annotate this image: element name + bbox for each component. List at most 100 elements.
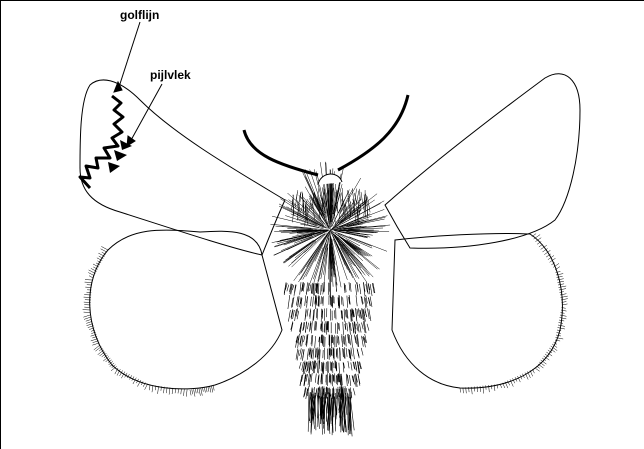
hair-stroke	[206, 387, 207, 392]
hair-stroke	[83, 315, 90, 317]
hair-stroke	[320, 387, 321, 394]
hair-stroke	[347, 323, 348, 331]
hair-stroke	[307, 207, 308, 225]
arrow-spot-mark	[108, 162, 120, 173]
hair-stroke	[491, 385, 492, 389]
hair-stroke	[369, 309, 371, 321]
hair-stroke	[197, 389, 198, 394]
hair-stroke	[331, 203, 381, 229]
hair-stroke	[357, 191, 359, 203]
hair-stroke	[186, 390, 187, 397]
hair-stroke	[556, 272, 561, 273]
hair-stroke	[319, 337, 320, 342]
head	[318, 174, 342, 185]
hair-stroke	[474, 387, 475, 392]
hair-stroke	[315, 283, 316, 295]
hair-stroke	[302, 349, 304, 361]
hair-stroke	[364, 322, 366, 334]
hair-stroke	[86, 319, 92, 321]
hair-stroke	[361, 192, 364, 210]
hair-stroke	[362, 323, 364, 330]
hair-stroke	[370, 284, 372, 296]
hair-stroke	[315, 374, 316, 383]
left-hindwing	[90, 230, 282, 389]
hair-stroke	[343, 322, 344, 335]
hair-stroke	[344, 284, 345, 293]
hair-stroke	[359, 197, 360, 208]
hair-stroke	[558, 328, 565, 330]
hair-stroke	[357, 350, 359, 357]
hair-stroke	[158, 386, 159, 394]
hair-stroke	[199, 388, 201, 396]
hair-stroke	[84, 317, 91, 319]
hair-stroke	[302, 335, 304, 347]
hair-stroke	[353, 388, 355, 395]
hair-stroke	[558, 325, 565, 326]
hair-stroke	[292, 285, 294, 290]
pijlvlek-pointer-head	[127, 136, 135, 146]
hair-stroke	[300, 348, 302, 356]
hair-stroke	[341, 296, 342, 304]
hair-stroke	[356, 308, 357, 321]
hair-stroke	[94, 345, 100, 350]
hair-stroke	[358, 374, 360, 386]
hair-stroke	[558, 284, 564, 285]
hair-stroke	[88, 273, 94, 276]
hair-stroke	[296, 190, 298, 201]
hair-stroke	[357, 309, 358, 316]
hair-stroke	[92, 343, 99, 345]
hair-stroke	[557, 276, 563, 277]
hair-stroke	[181, 389, 182, 394]
hair-stroke	[557, 279, 564, 280]
hair-stroke	[535, 368, 540, 371]
hair-stroke	[311, 321, 312, 333]
hair-stroke	[307, 309, 308, 317]
hair-stroke	[287, 285, 289, 292]
hair-stroke	[559, 286, 567, 288]
left-antenna	[244, 130, 318, 175]
hair-stroke	[311, 361, 312, 370]
hair-stroke	[316, 363, 317, 369]
hair-stroke	[559, 289, 566, 290]
hair-stroke	[460, 388, 461, 393]
hair-stroke	[558, 281, 564, 282]
hair-stroke	[561, 310, 567, 311]
hair-stroke	[351, 348, 352, 357]
hair-stroke	[315, 336, 316, 348]
hair-stroke	[204, 387, 205, 393]
hair-stroke	[310, 285, 311, 291]
hair-stroke	[152, 385, 153, 392]
hair-stroke	[317, 360, 318, 373]
hair-stroke	[339, 363, 340, 374]
hair-stroke	[300, 282, 301, 295]
hair-stroke	[184, 389, 185, 396]
hair-stroke	[192, 390, 193, 395]
hair-stroke	[311, 373, 312, 382]
hair-stroke	[555, 340, 560, 341]
hair-stroke	[304, 336, 305, 342]
hair-stroke	[210, 386, 211, 392]
hair-stroke	[355, 284, 356, 295]
hair-stroke	[101, 249, 107, 252]
hair-stroke	[307, 349, 308, 360]
hair-stroke	[336, 389, 337, 400]
hair-stroke	[306, 282, 307, 294]
golflijn-pointer	[118, 22, 140, 90]
hair-stroke	[145, 384, 148, 390]
hair-stroke	[194, 389, 195, 396]
hair-stroke	[345, 285, 346, 292]
hair-stroke	[313, 348, 314, 359]
hair-stroke	[321, 335, 322, 343]
hair-stroke	[351, 362, 352, 370]
hair-stroke	[477, 386, 478, 392]
hair-stroke	[345, 310, 346, 317]
hair-stroke	[95, 347, 101, 352]
hair-stroke	[367, 324, 369, 331]
hair-stroke	[274, 231, 328, 256]
arrow-spot-mark	[114, 150, 127, 161]
hair-stroke	[299, 362, 301, 369]
hair-stroke	[368, 298, 370, 307]
label-pijlvlek: pijlvlek	[150, 68, 191, 82]
hair-stroke	[346, 348, 347, 357]
hair-stroke	[308, 393, 309, 432]
